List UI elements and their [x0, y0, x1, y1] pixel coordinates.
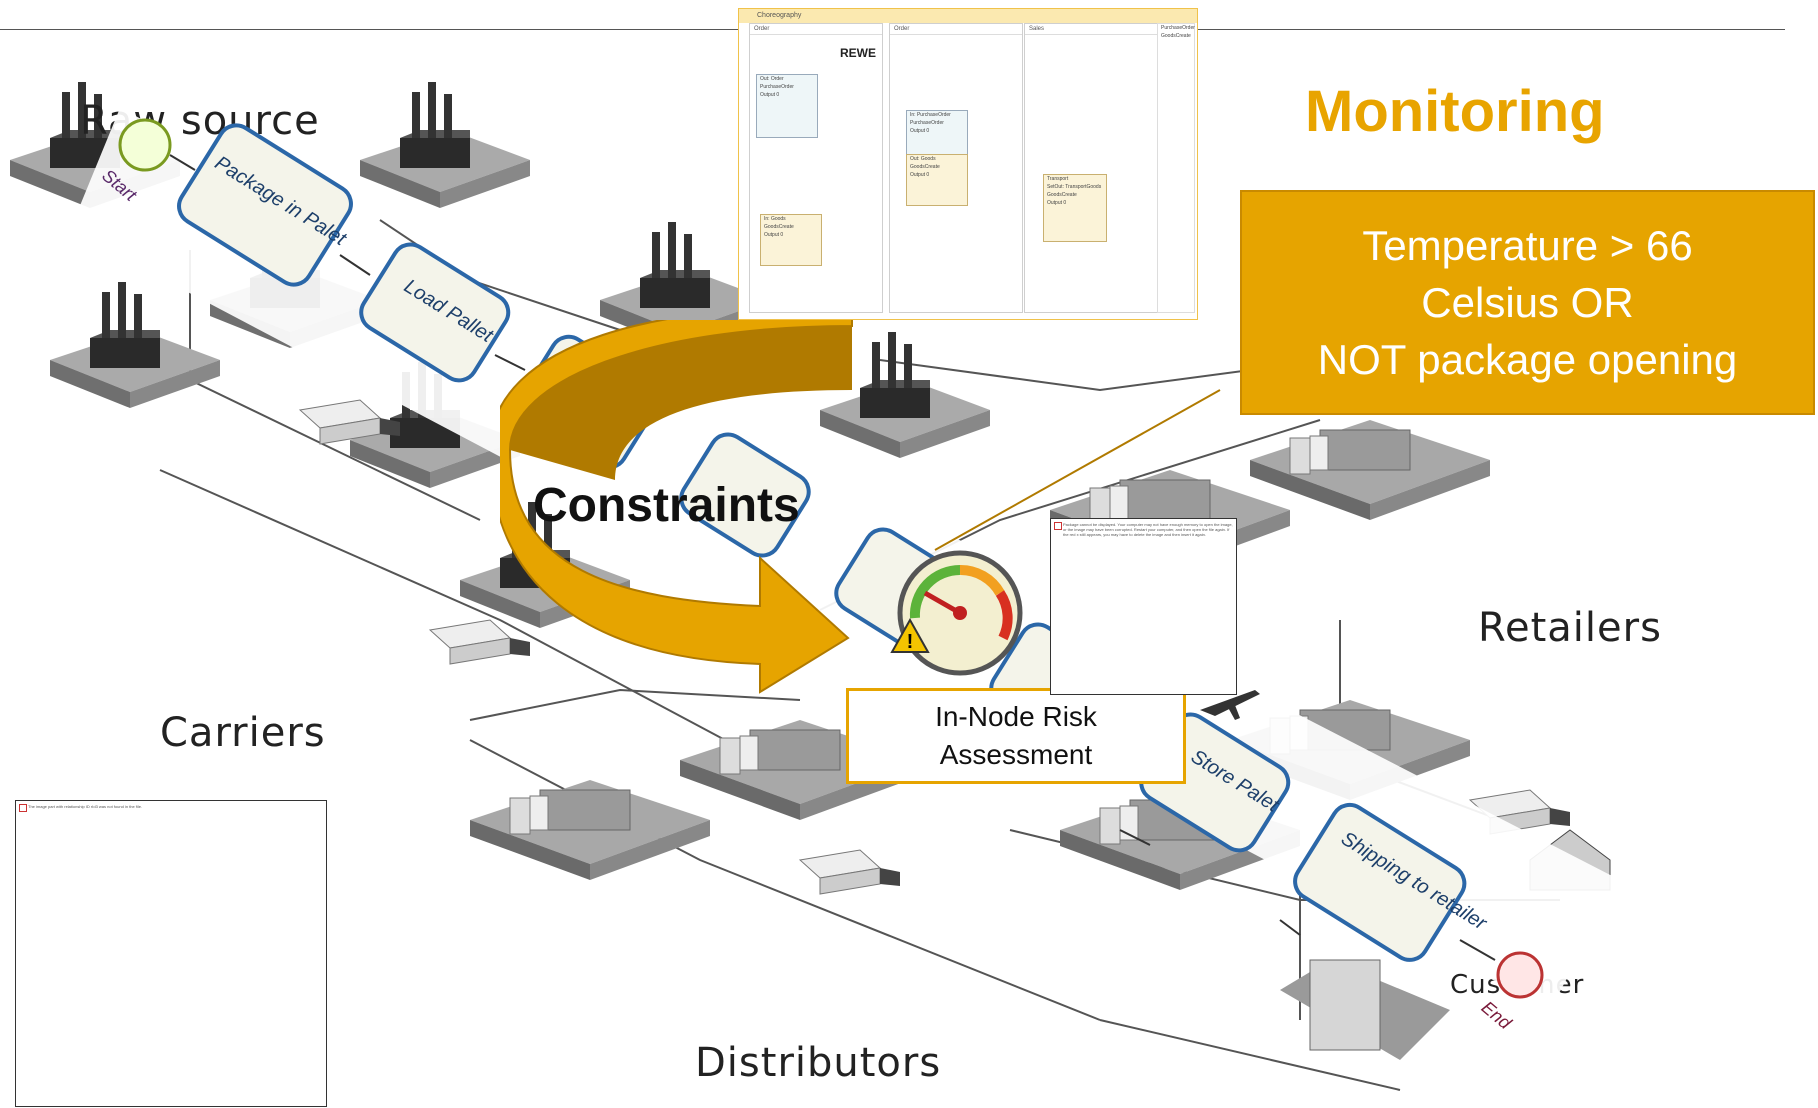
choreo-node[interactable]: In: Goods GoodsCreate Output 0: [760, 214, 822, 266]
choreography-lane[interactable]: Order In: PurchaseOrder PurchaseOrder Ou…: [889, 23, 1023, 313]
svg-text:!: !: [907, 631, 914, 653]
warning-icon: !: [890, 618, 930, 653]
condition-line-2: Celsius OR: [1421, 279, 1634, 326]
choreography-window[interactable]: Choreography Order REWE Out: Order Purch…: [738, 8, 1198, 320]
risk-assessment-box: In-Node Risk Assessment: [846, 688, 1186, 784]
choreography-side-panel[interactable]: PurchaseOrder GoodsCreate: [1157, 23, 1195, 313]
risk-line-2: Assessment: [939, 739, 1093, 770]
rewe-logo: REWE: [840, 46, 876, 60]
constraints-arrow-icon: [500, 320, 853, 694]
region-label-retailers: Retailers: [1478, 605, 1662, 651]
end-event: [1496, 951, 1544, 999]
airplane-icon: [1200, 690, 1260, 720]
broken-image-icon: [1054, 522, 1062, 530]
gauge-icon: [897, 550, 1023, 676]
constraint-condition-box: Temperature > 66 Celsius OR NOT package …: [1240, 190, 1815, 415]
callout-connector: [934, 389, 1221, 551]
choreography-title: Choreography: [739, 9, 1197, 23]
region-label-distributors: Distributors: [695, 1040, 942, 1086]
choreo-node[interactable]: Out: Order PurchaseOrder Output 0: [756, 74, 818, 138]
constraints-label: Constraints: [533, 479, 800, 532]
monitoring-title: Monitoring: [1305, 79, 1605, 144]
broken-image-placeholder: The image part with relationship ID rId3…: [15, 800, 327, 1107]
choreography-lane[interactable]: Sales Transport SetOut: TransportGoods G…: [1024, 23, 1158, 313]
risk-line-1: In-Node Risk: [935, 701, 1097, 732]
broken-image-placeholder: Package cannot be displayed. Your comput…: [1050, 518, 1237, 695]
region-label-carriers: Carriers: [160, 710, 326, 756]
broken-image-icon: [19, 804, 27, 812]
choreo-node[interactable]: Transport SetOut: TransportGoods GoodsCr…: [1043, 174, 1107, 242]
condition-line-1: Temperature > 66: [1362, 222, 1693, 269]
choreo-node[interactable]: Out: Goods GoodsCreate Output 0: [906, 154, 968, 206]
condition-line-3: NOT package opening: [1317, 336, 1738, 383]
start-event: [118, 118, 172, 172]
building-icon: [1280, 959, 1450, 1060]
choreography-lane[interactable]: Order REWE Out: Order PurchaseOrder Outp…: [749, 23, 883, 313]
